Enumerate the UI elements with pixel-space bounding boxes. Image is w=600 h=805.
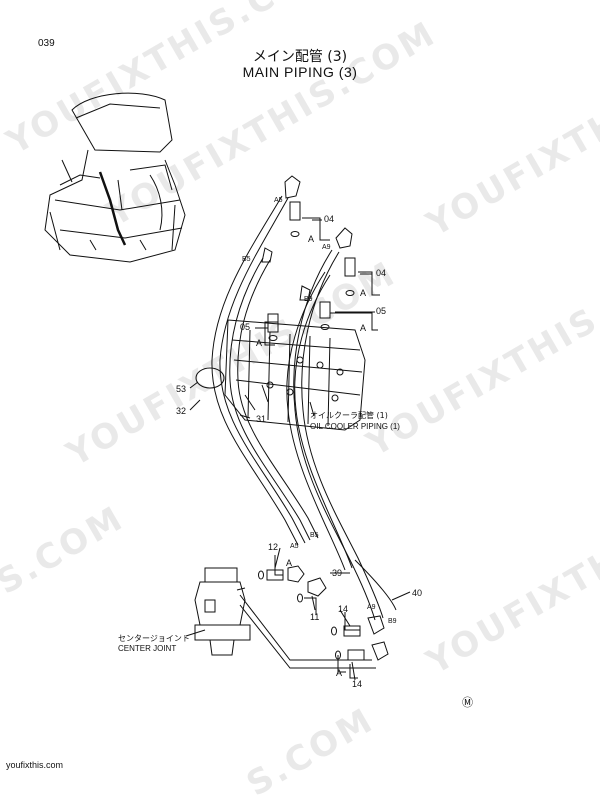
- callout-40: 40: [412, 588, 423, 598]
- callout-12: 12: [268, 542, 279, 552]
- port-label: A5: [290, 543, 299, 550]
- callout-14: 14: [352, 679, 363, 689]
- callout-05: 05: [376, 306, 387, 316]
- view-mark-a: A: [360, 288, 367, 298]
- corner-mark: Ⓜ: [462, 697, 473, 709]
- callout-04: 04: [376, 268, 387, 278]
- port-label: B9: [388, 618, 397, 625]
- view-mark-a: A: [286, 558, 293, 568]
- title-japanese: メイン配管 (3): [252, 49, 348, 65]
- control-valve: [224, 319, 366, 431]
- port-label: A5: [274, 197, 283, 204]
- page-number: 039: [38, 38, 55, 49]
- title-english: MAIN PIPING (3): [242, 64, 358, 80]
- port-label: A9: [367, 604, 376, 611]
- port-label: A9: [322, 244, 331, 251]
- pipe-line: [239, 594, 372, 661]
- port-label: B9: [304, 296, 313, 303]
- port-label: B5: [242, 256, 251, 263]
- oil-cooler-label-en: OIL COOLER PIPING (1): [310, 422, 400, 431]
- callout-04: 04: [324, 214, 335, 224]
- callout-05: 05: [240, 322, 251, 332]
- center-joint-label-en: CENTER JOINT: [118, 644, 177, 653]
- oil-cooler-label-jp: オイルクーラ配管 (1): [310, 411, 388, 420]
- view-mark-a: A: [308, 234, 315, 244]
- center-joint: [194, 567, 251, 656]
- callout-11: 11: [310, 612, 320, 622]
- port-label: B5: [310, 532, 319, 539]
- top-fittings: [261, 175, 356, 341]
- view-mark-a: A: [256, 338, 263, 348]
- view-lines: [264, 217, 380, 679]
- callout-53: 53: [176, 384, 187, 394]
- callout-31: 31: [256, 414, 267, 424]
- excavator-thumbnail: [44, 92, 186, 263]
- piping-diagram: [44, 92, 411, 681]
- callout-14: 14: [338, 604, 349, 614]
- callout-39: 39: [332, 568, 343, 578]
- callout-32: 32: [176, 406, 187, 416]
- leader-lines: [185, 219, 411, 681]
- view-mark-a: A: [360, 323, 367, 333]
- clamp-53: [195, 367, 225, 389]
- hose-31-32: [211, 195, 319, 546]
- center-joint-label-jp: センタージョイント: [118, 634, 190, 643]
- view-mark-a: A: [336, 668, 343, 678]
- pipe-line: [239, 604, 376, 669]
- footer-url: youfixthis.com: [6, 760, 64, 770]
